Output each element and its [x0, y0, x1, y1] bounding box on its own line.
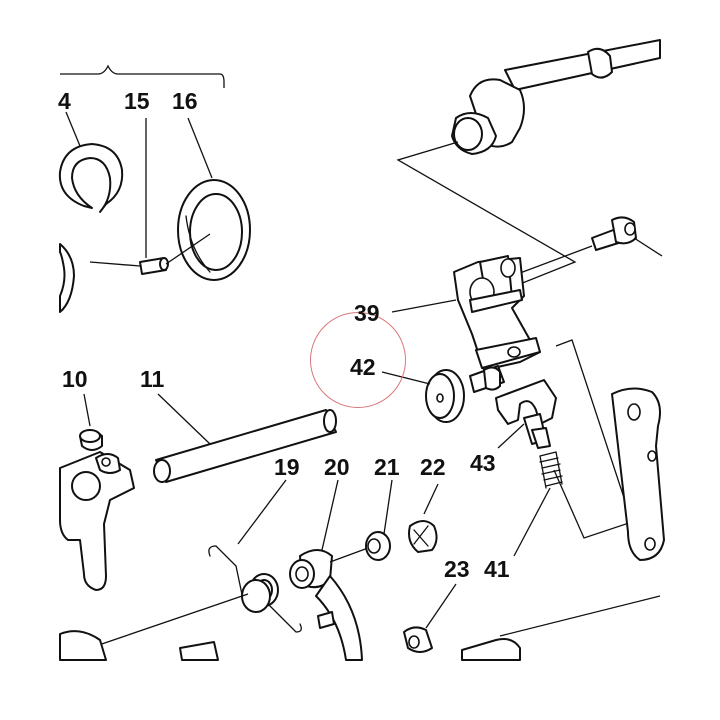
eclip-22: [408, 520, 438, 553]
retaining-ring-4: [58, 143, 124, 213]
ring-16: [177, 179, 251, 281]
block-39: [453, 255, 541, 371]
callout-19: 19: [274, 454, 300, 480]
ring-16-leader: [187, 117, 213, 179]
ring-4-leader: [65, 111, 81, 147]
pin-15: [139, 257, 169, 275]
nut-10: [79, 429, 103, 451]
lever-left: [59, 451, 135, 591]
bottom-bolt-right: [461, 638, 521, 661]
assembly-line-upper: [396, 141, 577, 293]
lever-20: [289, 549, 363, 661]
callout-42: 42: [350, 354, 376, 380]
callout-23: 23: [444, 556, 470, 582]
eclip-22-leader: [423, 483, 439, 515]
nut-10-leader: [83, 393, 91, 427]
callout-39: 39: [354, 300, 380, 326]
fork-43: [495, 379, 557, 449]
bottom-left-gear: [59, 630, 107, 661]
spring-41: [539, 451, 563, 489]
block-39-leader: [391, 299, 457, 313]
ring-16-axis: [165, 233, 211, 265]
callout-15: 15: [124, 88, 150, 114]
bottom-bolt-left: [179, 641, 219, 661]
nut-23-leader: [425, 583, 457, 629]
callout-43: 43: [470, 450, 496, 476]
group-bracket: [60, 64, 225, 88]
callout-16: 16: [172, 88, 198, 114]
callout-22: 22: [420, 454, 446, 480]
spring-19-leader: [237, 479, 287, 545]
knob-42: [425, 365, 505, 423]
callout-41: 41: [484, 556, 510, 582]
washer-21: [365, 531, 391, 561]
pin-15-axis: [89, 261, 141, 267]
bottom-axis-line: [499, 595, 661, 637]
screw-axis-line: [511, 245, 593, 277]
highlight-circle: [310, 312, 406, 408]
callout-21: 21: [374, 454, 400, 480]
upper-shaft-part: [451, 39, 661, 155]
spring-19-axis: [89, 593, 249, 649]
callout-10: 10: [62, 366, 88, 392]
shaft-11: [153, 409, 337, 483]
axis-20-21: [329, 547, 369, 563]
shaft-11-leader: [157, 393, 211, 445]
callout-11: 11: [140, 366, 165, 392]
screw-leader: [633, 237, 663, 257]
partial-ring-left: [59, 243, 75, 313]
lever-20-leader: [321, 479, 339, 551]
callout-4: 4: [58, 88, 71, 114]
right-lever-plate: [611, 387, 665, 561]
spring-19: [208, 545, 302, 633]
nut-23: [403, 626, 433, 653]
fork-43-leader: [497, 423, 525, 449]
screw-part: [591, 216, 637, 251]
spring-41-leader: [513, 487, 551, 557]
washer-21-leader: [383, 479, 393, 535]
callout-20: 20: [324, 454, 350, 480]
